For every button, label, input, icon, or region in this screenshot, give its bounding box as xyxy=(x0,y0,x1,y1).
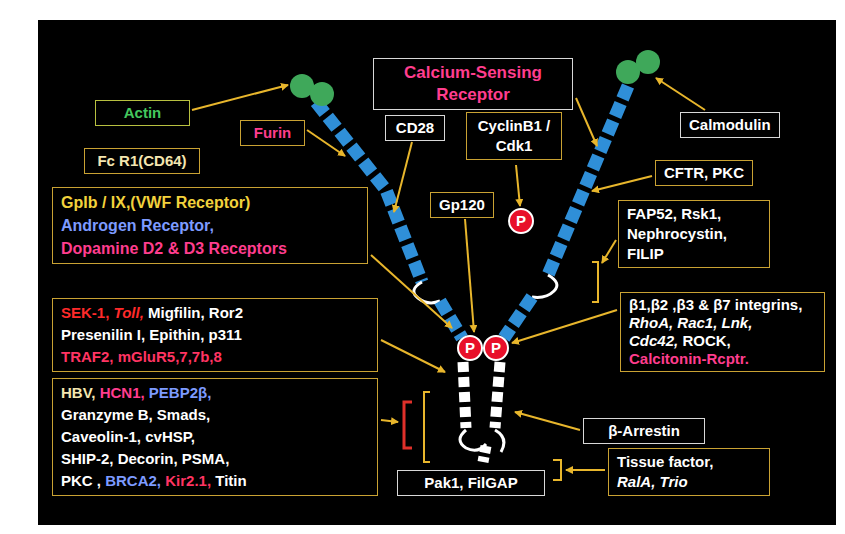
leader-arrow xyxy=(381,420,398,422)
binding-partner-box: Furin xyxy=(240,120,305,146)
stalk-domains-right xyxy=(495,362,500,428)
partner-name: TRAF2, mGluR5,7,7b,8 xyxy=(61,348,222,365)
phospho-label: P xyxy=(458,336,482,360)
stalk-domains-left xyxy=(463,362,466,428)
partner-name: Calcium-Sensing Receptor xyxy=(404,63,542,104)
partner-name: Toll, xyxy=(114,304,144,321)
partner-name: Furin xyxy=(254,124,292,141)
leader-arrow xyxy=(307,130,345,156)
right-hinge xyxy=(532,275,557,297)
binding-partner-box: CFTR, PKC xyxy=(655,160,753,186)
partner-name: Calcitonin-Rcptr. xyxy=(629,350,749,367)
leader-arrow xyxy=(566,469,605,471)
actin-binding-domain xyxy=(636,50,660,74)
partner-name: CFTR, PKC xyxy=(664,164,744,181)
actin-binding-domain xyxy=(310,82,334,106)
binding-partner-box: Calmodulin xyxy=(680,112,780,138)
region-bracket xyxy=(553,460,561,480)
partner-name: CD28 xyxy=(396,119,434,136)
partner-name: PKC , xyxy=(61,472,101,489)
partner-name: Actin xyxy=(124,104,162,121)
leader-arrow xyxy=(394,142,412,212)
leader-arrow xyxy=(512,310,617,343)
partner-name: BRCA2, xyxy=(105,472,161,489)
partner-name: GpIb / IX,(VWF Receptor) xyxy=(61,194,250,211)
phospho-site xyxy=(458,336,482,360)
leader-arrow xyxy=(192,85,288,110)
leader-arrow xyxy=(576,98,597,146)
partner-name: β1,β2 ,β3 & β7 integrins, xyxy=(629,296,802,313)
partner-name: Androgen Receptor, xyxy=(61,217,214,234)
binding-partner-box: Fc R1(CD64) xyxy=(84,148,200,174)
partner-name: Presenilin I, Epithin, p311 xyxy=(61,326,242,343)
binding-partner-box: β1,β2 ,β3 & β7 integrins,RhoA, Rac1, Lnk… xyxy=(620,292,825,372)
black-panel xyxy=(38,20,836,525)
partner-name: FAP52, Rsk1, Nephrocystin, FILIP xyxy=(627,205,727,262)
partner-name: Cdc42, xyxy=(629,332,678,349)
partner-name: Kir2.1, xyxy=(165,472,211,489)
partner-name: HCN1, xyxy=(100,384,145,401)
leader-arrow xyxy=(371,255,452,328)
partner-name: PEBP2β, xyxy=(149,384,212,401)
partner-name: Pak1, FilGAP xyxy=(424,474,517,491)
partner-name: Tissue factor, xyxy=(617,453,713,470)
partner-name: β-Arrestin xyxy=(608,422,680,439)
binding-partner-box: β-Arrestin xyxy=(583,418,705,444)
phospho-site xyxy=(484,336,508,360)
binding-partner-box: CD28 xyxy=(385,115,445,141)
leader-arrow xyxy=(515,412,580,430)
partner-name: Migfilin, Ror2 xyxy=(148,304,243,321)
left-hinge xyxy=(414,282,440,303)
partner-name: SHIP-2, Decorin, PSMA, xyxy=(61,450,229,467)
partner-name: Fc R1(CD64) xyxy=(97,152,186,169)
partner-name: Caveolin-1, cvHSP, xyxy=(61,428,195,445)
binding-partner-box: FAP52, Rsk1, Nephrocystin, FILIP xyxy=(618,200,770,268)
partner-name: Granzyme B, Smads, xyxy=(61,406,210,423)
binding-partner-box: SEK-1, Toll, Migfilin, Ror2Presenilin I,… xyxy=(52,298,378,372)
binding-partner-box: HBV, HCN1, PEBP2β, Granzyme B, Smads, Cave… xyxy=(52,378,378,496)
partner-name: Calmodulin xyxy=(689,116,771,133)
binding-partner-box: CyclinB1 / Cdk1 xyxy=(466,112,562,160)
leader-arrow xyxy=(602,240,616,263)
leader-arrow xyxy=(516,165,520,206)
leader-arrow xyxy=(465,219,474,332)
partner-name: HBV, xyxy=(61,384,95,401)
partner-name: Dopamine D2 & D3 Receptors xyxy=(61,240,287,257)
binding-partner-box: Pak1, FilGAP xyxy=(397,470,545,496)
partner-name: RalA, Trio xyxy=(617,473,688,490)
partner-name: Titin xyxy=(215,472,246,489)
binding-partner-box: Actin xyxy=(95,100,190,126)
partner-name: ROCK, xyxy=(682,332,730,349)
leader-arrow xyxy=(381,340,445,372)
phospho-site xyxy=(509,209,533,233)
leader-arrow xyxy=(592,176,652,191)
partner-name: RhoA, Rac1, Lnk, xyxy=(629,314,752,331)
binding-partner-box: Calcium-Sensing Receptor xyxy=(373,58,573,110)
stalk-end-domain xyxy=(483,446,486,462)
binding-partner-box: Tissue factor, RalA, Trio xyxy=(608,448,770,496)
stalk-loop xyxy=(495,430,504,452)
binding-partner-box: Gp120 xyxy=(430,192,494,218)
leader-arrow xyxy=(656,78,705,110)
binding-partner-box: GpIb / IX,(VWF Receptor) Androgen Recepto… xyxy=(52,187,368,264)
region-bracket xyxy=(404,402,412,448)
phospho-label: P xyxy=(484,336,508,360)
region-bracket xyxy=(592,262,598,302)
partner-name: Gp120 xyxy=(439,196,485,213)
phospho-label: P xyxy=(509,209,533,233)
partner-name: SEK-1, xyxy=(61,304,109,321)
partner-name: CyclinB1 / Cdk1 xyxy=(478,117,551,154)
right-arm-lower-domains xyxy=(504,297,532,338)
region-bracket xyxy=(424,392,430,462)
